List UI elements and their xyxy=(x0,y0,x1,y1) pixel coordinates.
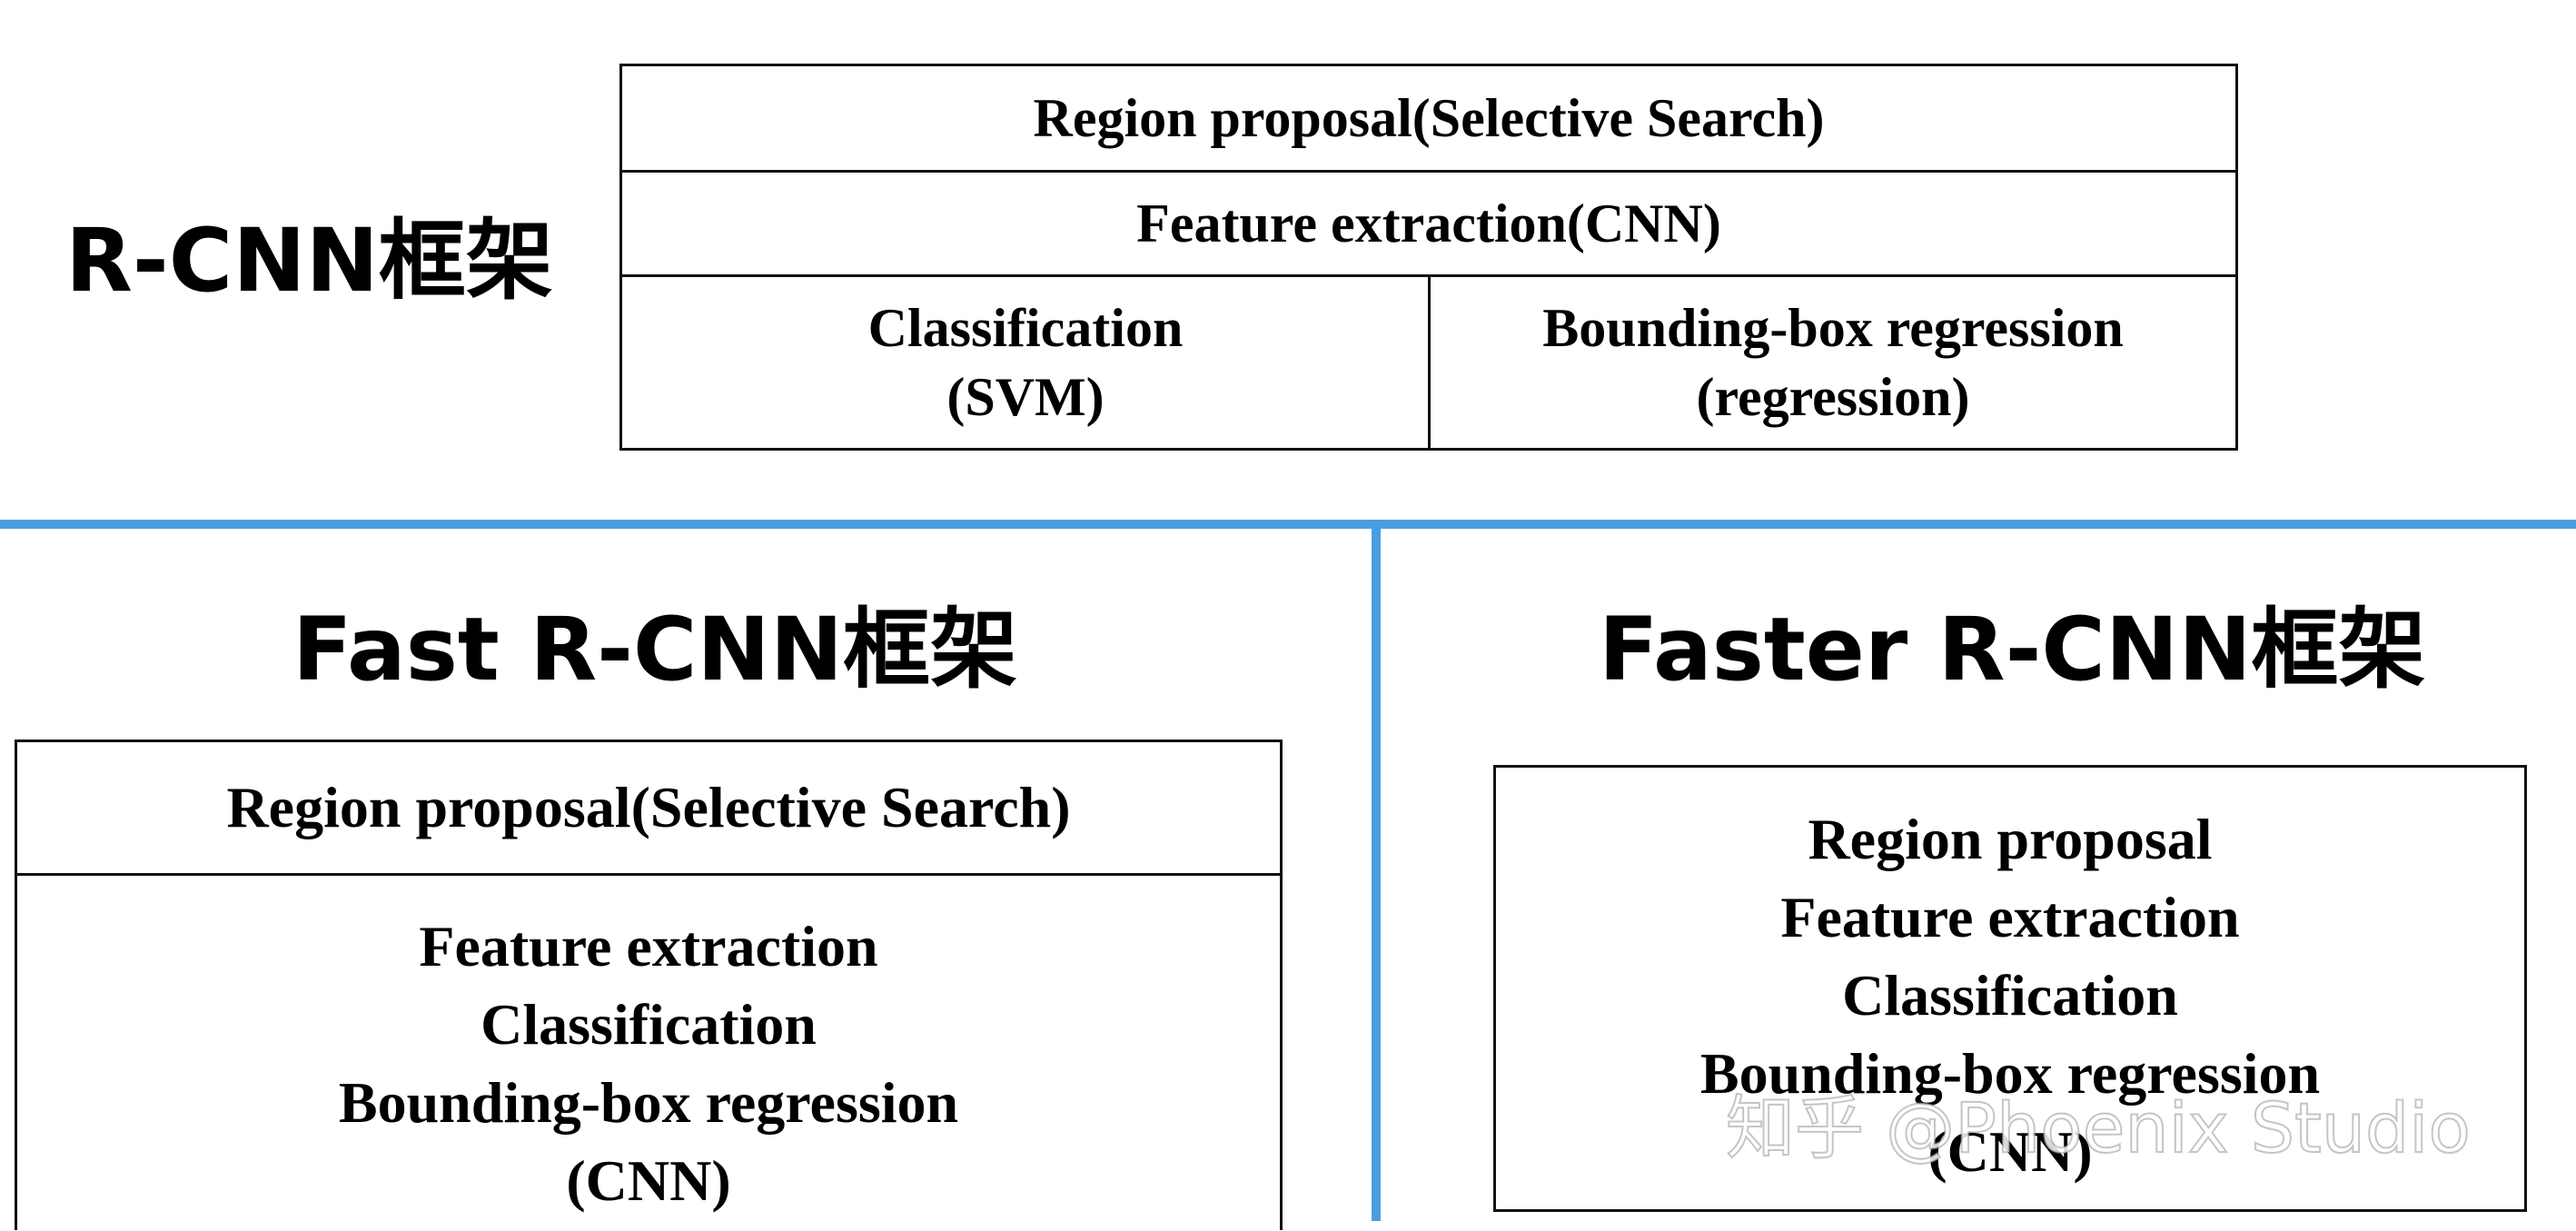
faster-rcnn-cnn-label: (CNN) xyxy=(1927,1119,2093,1184)
vertical-divider xyxy=(1372,520,1381,1221)
rcnn-divider-1 xyxy=(622,170,2235,173)
horizontal-divider xyxy=(0,520,2576,529)
rcnn-classification-method: (SVM) xyxy=(946,367,1105,427)
rcnn-diagram: Region proposal(Selective Search) Featur… xyxy=(619,64,2238,451)
fast-rcnn-bbox-regression: Bounding-box regression xyxy=(338,1070,959,1135)
watermark: 知乎 @Phoenix Studio xyxy=(1725,1087,2472,1169)
rcnn-classification-cell: Classification (SVM) xyxy=(622,277,1429,448)
fast-rcnn-cnn-cell: Feature extraction Classification Boundi… xyxy=(17,877,1280,1231)
rcnn-region-proposal: Region proposal(Selective Search) xyxy=(1033,87,1825,148)
rcnn-bbox-label: Bounding-box regression xyxy=(1542,298,2124,358)
fast-rcnn-region-proposal: Region proposal(Selective Search) xyxy=(226,775,1071,839)
fast-rcnn-diagram: Region proposal(Selective Search) Featur… xyxy=(15,740,1283,1230)
fast-rcnn-title: Fast R-CNN框架 xyxy=(292,599,1018,700)
rcnn-divider-vertical xyxy=(1428,277,1431,448)
faster-rcnn-classification: Classification xyxy=(1842,963,2178,1027)
rcnn-bbox-cell: Bounding-box regression (regression) xyxy=(1431,277,2235,448)
fast-rcnn-classification: Classification xyxy=(481,992,817,1057)
faster-rcnn-cnn-cell: Region proposal Feature extraction Class… xyxy=(1496,768,2524,1209)
faster-rcnn-feature-extraction: Feature extraction xyxy=(1780,885,2240,949)
rcnn-divider-2 xyxy=(622,274,2235,277)
rcnn-classification-label: Classification xyxy=(867,298,1184,358)
faster-rcnn-title: Faster R-CNN框架 xyxy=(1599,599,2426,700)
rcnn-title: R-CNN框架 xyxy=(65,210,553,312)
faster-rcnn-bbox-regression: Bounding-box regression xyxy=(1699,1041,2321,1106)
fast-rcnn-divider xyxy=(17,873,1280,876)
faster-rcnn-diagram: Region proposal Feature extraction Class… xyxy=(1493,765,2527,1212)
rcnn-feature-extraction: Feature extraction(CNN) xyxy=(1136,193,1721,253)
faster-rcnn-region-proposal: Region proposal xyxy=(1808,807,2213,871)
rcnn-bbox-method: (regression) xyxy=(1696,367,1970,427)
fast-rcnn-feature-extraction: Feature extraction xyxy=(419,914,878,978)
fast-rcnn-cnn-label: (CNN) xyxy=(566,1148,731,1213)
